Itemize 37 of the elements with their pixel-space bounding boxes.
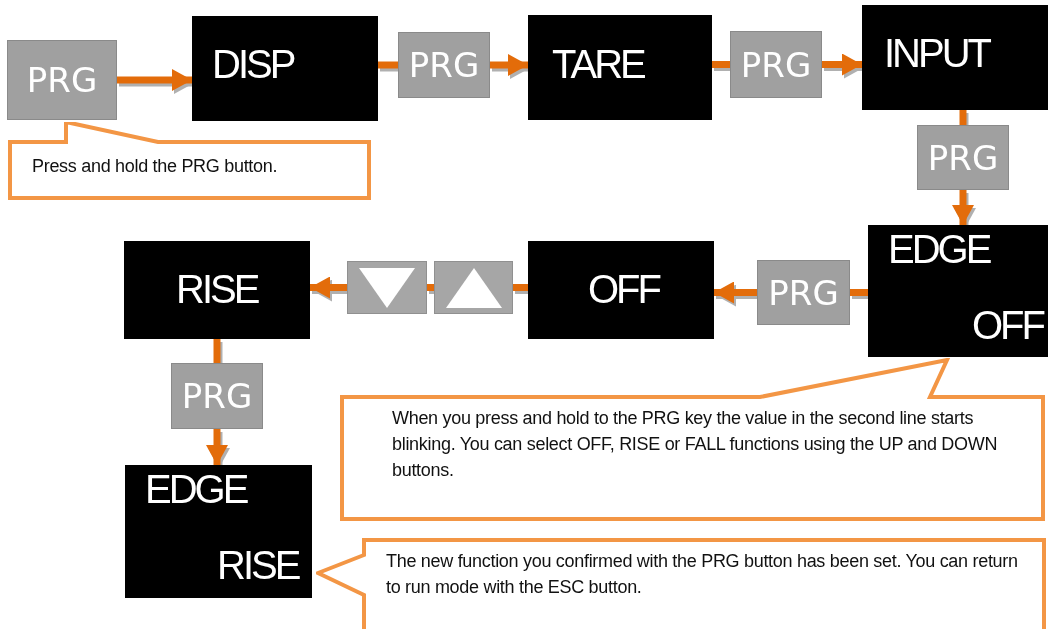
display-text: RISE: [217, 543, 299, 588]
speech-bubble: [8, 122, 372, 201]
arrow: [952, 190, 974, 225]
display-screen: [528, 15, 712, 120]
display-screen: [192, 16, 378, 121]
callout-text: Press and hold the PRG button.: [32, 155, 279, 178]
arrow-key: [434, 261, 513, 314]
arrow: [490, 54, 528, 76]
display-screen: [124, 241, 310, 339]
display-screen: [868, 225, 1048, 357]
arrow: [714, 281, 757, 304]
arrow-key: [347, 261, 427, 314]
display-screen: [125, 465, 312, 598]
prg-key: PRG: [730, 31, 822, 98]
prg-key: PRG: [7, 40, 117, 120]
prg-key: PRG: [398, 32, 490, 98]
arrow: [206, 429, 228, 465]
speech-bubble: [340, 358, 1046, 522]
display-screen: [862, 5, 1048, 110]
display-text: INPUT: [884, 31, 989, 76]
arrow: [822, 53, 862, 76]
display-text: DISP: [212, 42, 294, 87]
display-text: OFF: [588, 267, 659, 312]
display-text: RISE: [176, 267, 258, 312]
callout-text: When you press and hold to the PRG key the value in the second line starts blinking. You can select OFF, RISE or FALL functions using the UP and DOWN buttons.: [392, 407, 999, 483]
prg-key: PRG: [757, 260, 850, 325]
display-text: EDGE: [888, 227, 990, 272]
display-text: OFF: [972, 303, 1043, 348]
display-text: EDGE: [145, 467, 247, 512]
display-screen: [528, 241, 714, 339]
callout-text: The new function you confirmed with the PRG button has been set. You can return to run mode with the ESC button.: [386, 550, 1019, 600]
speech-bubble: [316, 538, 1047, 629]
prg-key: PRG: [171, 363, 263, 429]
arrow: [117, 69, 192, 91]
prg-key: PRG: [917, 125, 1009, 190]
display-text: TARE: [552, 42, 644, 87]
arrow: [310, 276, 347, 299]
